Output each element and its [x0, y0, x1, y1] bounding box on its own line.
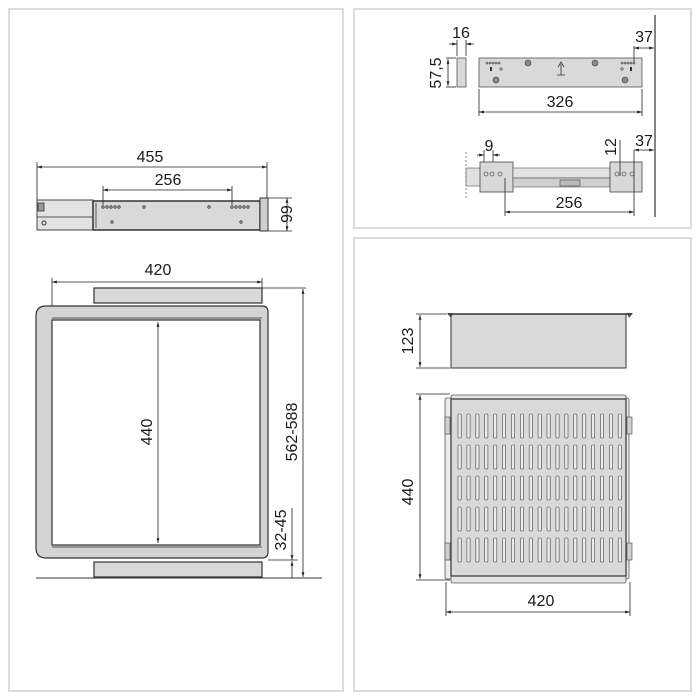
dim-plate-thickness: 16: [452, 25, 470, 42]
dim-overall-length: 455: [137, 149, 164, 166]
dim-tray-width: 420: [528, 593, 555, 610]
dim-front-width: 420: [145, 262, 172, 279]
side-view-drawer: [36, 197, 269, 232]
dim-inner-depth: 440: [139, 419, 156, 446]
side-view-dimensions: [36, 162, 292, 232]
dim-runner-vertical-offset: 12: [603, 138, 620, 156]
mounting-plate: [456, 57, 643, 88]
tray-side-view: [447, 313, 633, 369]
dim-plate-height: 57,5: [428, 57, 445, 88]
tray-side-dimensions: [416, 313, 450, 369]
dim-plate-front-offset: 37: [635, 29, 653, 46]
mounting-plate-dimensions: [446, 15, 656, 217]
runner: [465, 152, 643, 198]
dim-side-height: 66: [277, 205, 294, 223]
tray-slots: [457, 413, 622, 563]
dim-runner-hole-spacing: 256: [556, 195, 583, 212]
dim-plate-length: 326: [547, 94, 574, 111]
front-view-dimensions: [51, 278, 306, 578]
dim-tray-height: 123: [400, 328, 417, 355]
dim-bottom-clearance: 32-45: [273, 509, 290, 550]
dim-cabinet-depth: 562-588: [284, 403, 301, 462]
dim-runner-hole-offset: 9: [485, 138, 494, 155]
front-view-drawer: [35, 287, 322, 579]
dim-hole-spacing: 256: [155, 172, 182, 189]
runner-dimensions: [477, 140, 654, 216]
dim-runner-front-offset: 37: [635, 133, 653, 150]
dim-tray-depth: 440: [400, 479, 417, 506]
tray-top-view: [444, 394, 633, 584]
tray-top-dimensions: [416, 393, 631, 616]
